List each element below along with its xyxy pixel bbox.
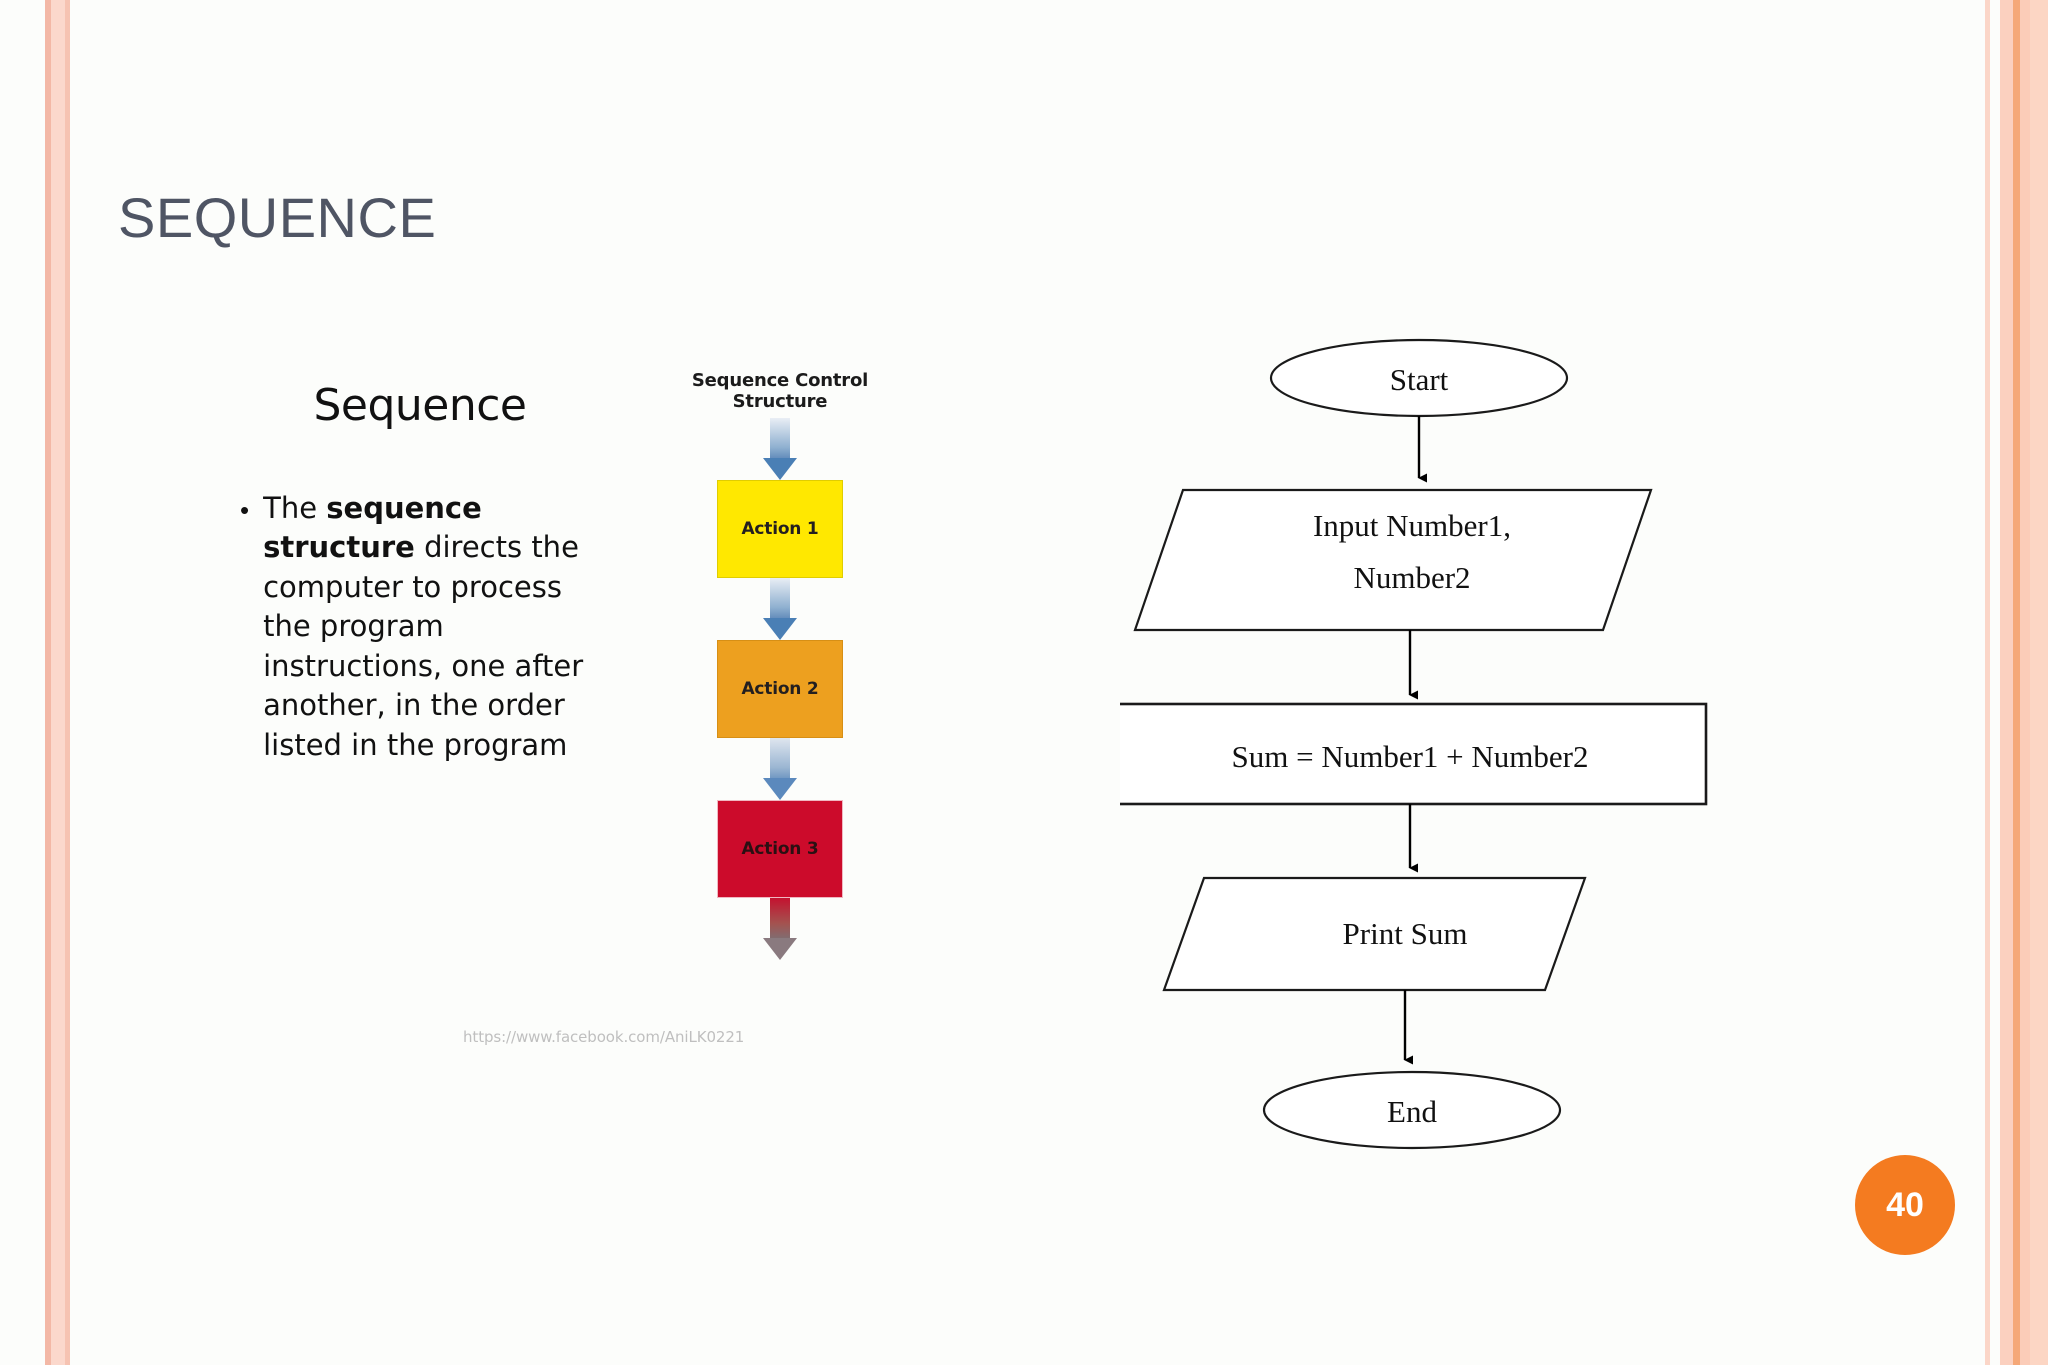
bullet-dot-icon: • bbox=[240, 495, 250, 525]
right-edge-stripe-4 bbox=[2020, 0, 2030, 1365]
right-edge-stripe-1 bbox=[1985, 0, 1990, 1365]
control-structure-caption: Sequence Control Structure bbox=[691, 370, 869, 412]
flowchart-node-output-shape bbox=[1162, 876, 1587, 992]
right-edge-stripe-2 bbox=[2000, 0, 2013, 1365]
sequence-control-structure-clipart: Sequence Control Structure Action 1 Acti… bbox=[660, 370, 960, 960]
definition-text: The sequence structure directs the compu… bbox=[263, 489, 600, 765]
right-edge-stripe-3 bbox=[2013, 0, 2020, 1365]
clipart-watermark: https://www.facebook.com/AniLK0221 bbox=[463, 1028, 745, 1046]
arrow-head bbox=[763, 778, 797, 800]
page-title: SEQUENCE bbox=[118, 186, 437, 249]
left-edge-stripe-3 bbox=[65, 0, 70, 1365]
definition-rest: directs the computer to process the prog… bbox=[263, 530, 584, 762]
definition-lead: The bbox=[263, 491, 327, 525]
right-edge-stripe-5 bbox=[2030, 0, 2048, 1365]
action-box-3: Action 3 bbox=[717, 800, 843, 898]
page-number-badge: 40 bbox=[1855, 1155, 1955, 1255]
down-arrow-icon-3 bbox=[763, 738, 797, 800]
down-arrow-icon-2 bbox=[763, 578, 797, 640]
down-arrow-icon-4 bbox=[763, 898, 797, 960]
left-edge-stripe-1 bbox=[45, 0, 51, 1365]
flowchart-node-process-label: Sum = Number1 + Number2 bbox=[1232, 739, 1589, 774]
flowchart-node-input-label-line1: Input Number1, bbox=[1313, 508, 1511, 543]
action-box-2: Action 2 bbox=[717, 640, 843, 738]
flowchart-node-start-label: Start bbox=[1390, 362, 1449, 397]
arrow-head bbox=[763, 938, 797, 960]
arrow-shaft bbox=[770, 898, 790, 940]
arrow-shaft bbox=[770, 578, 790, 620]
flowchart-node-output-label: Print Sum bbox=[1343, 916, 1468, 951]
arrow-head bbox=[763, 618, 797, 640]
flowchart-node-input-shape bbox=[1133, 488, 1653, 632]
left-edge-stripe-2 bbox=[51, 0, 65, 1365]
sequence-definition-clipart: Sequence • The sequence structure direct… bbox=[240, 380, 600, 765]
flowchart-node-input-label-line2: Number2 bbox=[1353, 560, 1470, 595]
arrow-head bbox=[763, 458, 797, 480]
flowchart-node-process-shape bbox=[1120, 702, 1708, 806]
definition-bullet: • The sequence structure directs the com… bbox=[240, 489, 600, 765]
arrow-shaft bbox=[770, 738, 790, 780]
control-structure-column: Sequence Control Structure Action 1 Acti… bbox=[660, 370, 900, 960]
down-arrow-icon-1 bbox=[763, 418, 797, 480]
flowchart-node-end-shape bbox=[1262, 1070, 1562, 1150]
definition-emphasis: sequence structure bbox=[263, 491, 482, 565]
action-box-1: Action 1 bbox=[717, 480, 843, 578]
sum-flowchart: Start Input Number1, Number2 Sum = Numbe… bbox=[1120, 330, 1760, 1160]
clipart-heading: Sequence bbox=[313, 380, 527, 431]
arrow-shaft bbox=[770, 418, 790, 460]
flowchart-node-end-label: End bbox=[1387, 1094, 1437, 1129]
